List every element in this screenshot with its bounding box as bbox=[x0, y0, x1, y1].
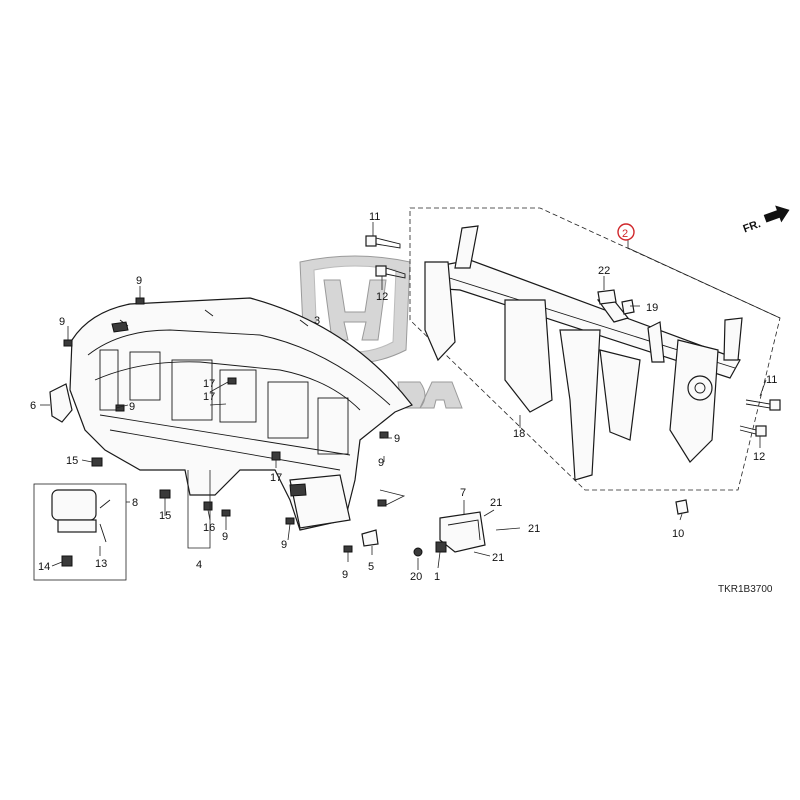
callout-1[interactable]: 1 bbox=[434, 571, 440, 583]
front-direction-arrow: FR. bbox=[741, 205, 790, 235]
arrow-right-icon bbox=[763, 205, 790, 223]
hanger-beam-group-box bbox=[409, 207, 781, 491]
callout-11[interactable]: 11 bbox=[369, 211, 380, 223]
front-direction-label: FR. bbox=[741, 218, 762, 235]
clip-16[interactable] bbox=[203, 501, 213, 511]
callout-9[interactable]: 9 bbox=[342, 569, 348, 581]
callout-labels: 11 12 9 3 9 6 9 17 17 15 15 16 9 4 17 9 … bbox=[30, 211, 777, 583]
callout-14[interactable]: 14 bbox=[38, 561, 50, 573]
callout-9[interactable]: 9 bbox=[59, 316, 65, 328]
highlight-ring bbox=[617, 223, 635, 241]
callout-7[interactable]: 7 bbox=[460, 487, 466, 499]
callout-21[interactable]: 21 bbox=[492, 552, 504, 564]
callout-3[interactable]: 3 bbox=[314, 315, 320, 327]
callout-16[interactable]: 16 bbox=[203, 522, 215, 534]
bolt-11-left[interactable] bbox=[365, 235, 401, 249]
pad-part-5[interactable] bbox=[361, 529, 379, 547]
bolt-11-right[interactable] bbox=[745, 399, 781, 411]
clip-10[interactable] bbox=[675, 499, 689, 515]
knee-airbag-group[interactable] bbox=[33, 483, 127, 581]
clip-19[interactable] bbox=[621, 299, 635, 315]
callout-21[interactable]: 21 bbox=[490, 497, 502, 509]
callout-9[interactable]: 9 bbox=[222, 531, 228, 543]
callout-17[interactable]: 17 bbox=[203, 391, 215, 403]
dashboard-assembly[interactable] bbox=[69, 297, 413, 531]
side-cover-part-6[interactable] bbox=[49, 383, 73, 423]
callout-9[interactable]: 9 bbox=[378, 457, 384, 469]
callout-2[interactable]: 2 bbox=[622, 228, 628, 240]
callout-9[interactable]: 9 bbox=[136, 275, 142, 287]
callout-20[interactable]: 20 bbox=[410, 571, 422, 583]
callout-9[interactable]: 9 bbox=[129, 401, 135, 413]
callout-6[interactable]: 6 bbox=[30, 400, 36, 412]
diagram-code: TKR1B3700 bbox=[718, 584, 773, 595]
clip-9[interactable] bbox=[63, 297, 389, 553]
bracket-part-7[interactable] bbox=[435, 511, 486, 553]
callout-12[interactable]: 12 bbox=[376, 291, 388, 303]
callout-21[interactable]: 21 bbox=[528, 523, 540, 535]
callout-9[interactable]: 9 bbox=[394, 433, 400, 445]
callout-10[interactable]: 10 bbox=[672, 528, 684, 540]
leader-lines bbox=[40, 222, 781, 570]
callout-22[interactable]: 22 bbox=[598, 265, 610, 277]
steering-hanger-beam[interactable] bbox=[424, 225, 743, 481]
screw-20[interactable] bbox=[413, 547, 423, 557]
part-22-bracket[interactable] bbox=[597, 289, 617, 305]
callout-12[interactable]: 12 bbox=[753, 451, 765, 463]
callout-17[interactable]: 17 bbox=[270, 472, 282, 484]
callout-9[interactable]: 9 bbox=[281, 539, 287, 551]
callout-13[interactable]: 13 bbox=[95, 558, 107, 570]
bolt-12-left[interactable] bbox=[375, 265, 406, 279]
callout-19[interactable]: 19 bbox=[646, 302, 658, 314]
callout-11[interactable]: 11 bbox=[766, 374, 777, 386]
callout-15[interactable]: 15 bbox=[159, 510, 171, 522]
callout-8[interactable]: 8 bbox=[132, 497, 138, 509]
callout-4[interactable]: 4 bbox=[196, 559, 202, 571]
callout-15[interactable]: 15 bbox=[66, 455, 78, 467]
callout-17[interactable]: 17 bbox=[203, 378, 215, 390]
callout-18[interactable]: 18 bbox=[513, 428, 525, 440]
callout-5[interactable]: 5 bbox=[368, 561, 374, 573]
bolt-12-right[interactable] bbox=[739, 425, 767, 437]
